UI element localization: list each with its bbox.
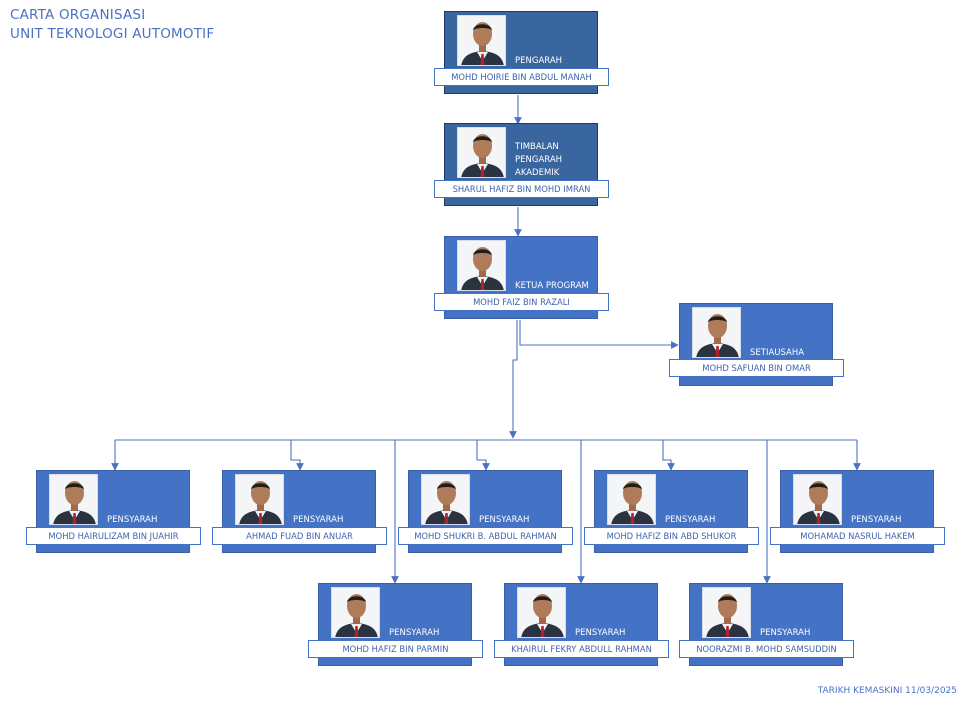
name-label: AHMAD FUAD BIN ANUAR [212, 527, 387, 545]
person-photo-icon [421, 474, 470, 525]
name-label: MOHD SHUKRI B. ABDUL RAHMAN [398, 527, 573, 545]
name-label: MOHD SAFUAN BIN OMAR [669, 359, 844, 377]
name-label: NOORAZMI B. MOHD SAMSUDDIN [679, 640, 854, 658]
person-photo-icon [517, 587, 566, 638]
name-label: MOHD HAFIZ BIN PARMIN [308, 640, 483, 658]
role-label: KETUA PROGRAM [515, 280, 589, 293]
line-to-lecturer-2 [291, 440, 300, 470]
chart-subtitle: UNIT TEKNOLOGI AUTOMOTIF [10, 26, 214, 42]
person-photo-icon [235, 474, 284, 525]
name-label: MOHD FAIZ BIN RAZALI [434, 293, 609, 311]
name-label: MOHAMAD NASRUL HAKEM [770, 527, 945, 545]
person-photo-icon [457, 127, 506, 178]
role-label: PENSYARAH [575, 627, 625, 640]
name-label: MOHD HAIRULIZAM BIN JUAHIR [26, 527, 201, 545]
role-label: PENSYARAH [760, 627, 810, 640]
role-label: PENSYARAH [851, 514, 901, 527]
role-label: PENSYARAH [479, 514, 529, 527]
line-ketua-setiausaha [520, 320, 678, 345]
person-photo-icon [692, 307, 741, 358]
role-label: PENGARAH [515, 55, 562, 68]
person-photo-icon [457, 240, 506, 291]
role-label: PENSYARAH [389, 627, 439, 640]
name-label: MOHD HOIRIE BIN ABDUL MANAH [434, 68, 609, 86]
chart-title: CARTA ORGANISASI [10, 7, 145, 23]
person-photo-icon [331, 587, 380, 638]
person-photo-icon [793, 474, 842, 525]
name-label: KHAIRUL FEKRY ABDULL RAHMAN [494, 640, 669, 658]
line-to-lecturer-3 [477, 440, 486, 470]
line-ketua-lecturers [513, 320, 517, 438]
person-photo-icon [49, 474, 98, 525]
last-updated-label: TARIKH KEMASKINI 11/03/2025 [818, 686, 957, 696]
name-label: MOHD HAFIZ BIN ABD SHUKOR [584, 527, 759, 545]
person-photo-icon [457, 15, 506, 66]
name-label: SHARUL HAFIZ BIN MOHD IMRAN [434, 180, 609, 198]
role-label: PENSYARAH [665, 514, 715, 527]
person-photo-icon [702, 587, 751, 638]
role-label: PENSYARAH [107, 514, 157, 527]
person-photo-icon [607, 474, 656, 525]
role-label: PENSYARAH [293, 514, 343, 527]
role-label: TIMBALAN PENGARAH AKADEMIK [515, 141, 562, 180]
line-to-lecturer-4 [663, 440, 671, 470]
